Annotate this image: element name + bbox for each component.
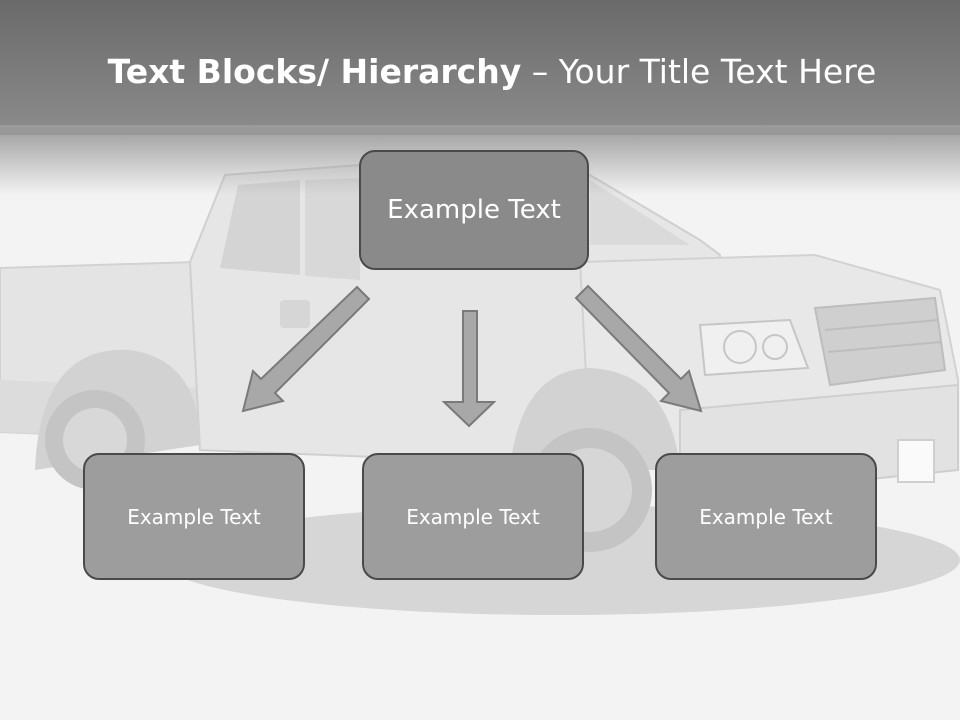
hierarchy-top-label: Example Text [387,195,561,225]
title-bar [0,0,960,135]
hierarchy-child-label: Example Text [699,504,833,529]
title-dash: – [521,52,559,91]
title-regular-part: Your Title Text Here [558,52,877,91]
truck-side-window [305,178,360,280]
hierarchy-child-box-middle: Example Text [362,453,584,580]
title-bold-part: Text Blocks/ Hierarchy [107,52,522,91]
hierarchy-top-box: Example Text [359,150,589,270]
truck-rear-window [220,180,300,275]
slide-title: Text Blocks/ Hierarchy – Your Title Text… [0,52,960,91]
arrow-left [241,285,371,413]
arrow-right [574,284,703,413]
hierarchy-child-box-left: Example Text [83,453,305,580]
hierarchy-child-box-right: Example Text [655,453,877,580]
truck-front-window [590,180,690,245]
hierarchy-child-label: Example Text [127,504,261,529]
arrow-middle [441,310,497,428]
truck-grille [813,296,947,387]
truck-headlight [698,318,810,377]
truck-license-plate [897,439,935,483]
truck-door-handle [280,300,310,328]
hierarchy-child-label: Example Text [406,504,540,529]
